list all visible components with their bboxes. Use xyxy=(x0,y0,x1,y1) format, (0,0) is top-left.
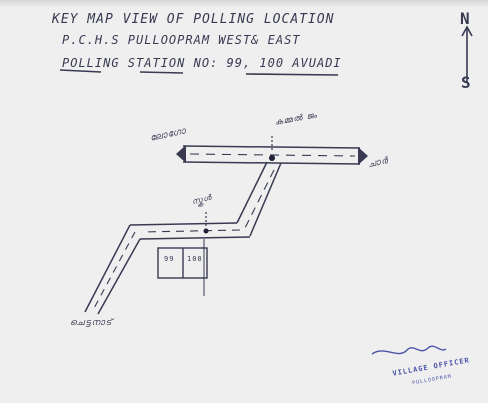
underline-numbers xyxy=(245,73,339,76)
middle-road xyxy=(129,222,251,240)
building-label-99: 99 xyxy=(164,255,175,263)
junction-marker-icon xyxy=(269,155,275,161)
place-label-bottom-left: ചെട്ടനാട് xyxy=(70,318,113,328)
school-marker-icon xyxy=(203,228,209,234)
connecting-road xyxy=(236,161,282,237)
lower-road xyxy=(84,224,141,315)
page-shadow xyxy=(0,0,488,8)
signature-icon xyxy=(371,345,447,355)
polling-station-building xyxy=(157,239,208,296)
map-title-line2: P.C.H.S PULLOOPRAM WEST& EAST xyxy=(62,33,301,47)
right-arrow-icon xyxy=(358,147,368,165)
compass-south-label: S xyxy=(461,73,472,92)
underline-polling xyxy=(59,69,102,73)
underline-station xyxy=(139,71,184,74)
map-title-line3: POLLING STATION NO: 99, 100 AVUADI xyxy=(62,56,342,70)
main-road xyxy=(182,145,361,165)
building-label-100: 100 xyxy=(187,255,203,263)
compass-arrow-icon xyxy=(461,25,473,82)
compass-north-label: N xyxy=(460,9,471,28)
map-title-line1: KEY MAP VIEW OF POLLING LOCATION xyxy=(52,12,335,27)
left-arrow-icon xyxy=(176,145,186,163)
